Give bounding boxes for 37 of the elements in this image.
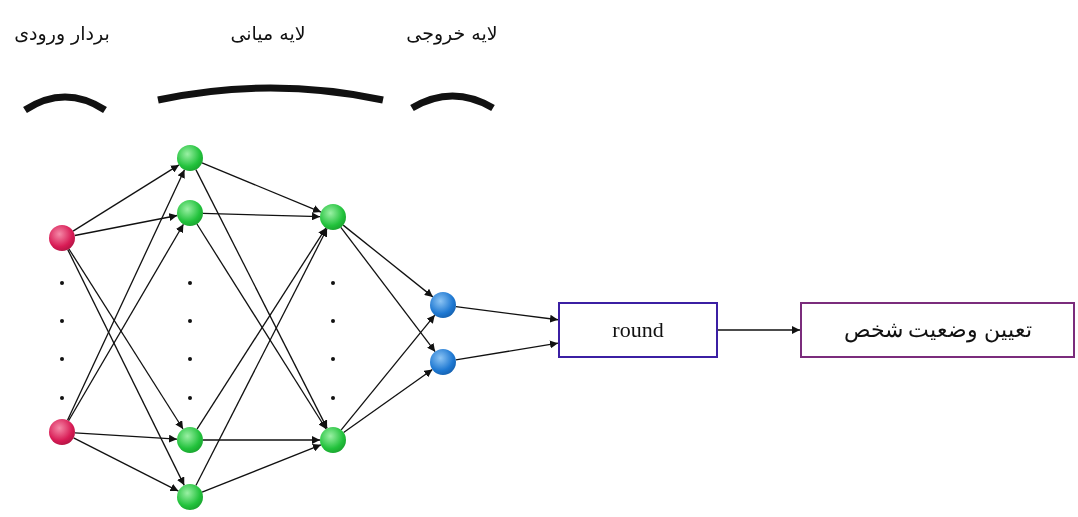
layer-label: لایه خروجی bbox=[406, 22, 498, 44]
neuron-circle bbox=[177, 427, 203, 453]
arrow bbox=[340, 314, 436, 431]
arrow bbox=[342, 368, 434, 434]
neuron-circle bbox=[430, 292, 456, 318]
arrow bbox=[72, 437, 180, 492]
arrow bbox=[74, 432, 178, 443]
neuron-circle bbox=[177, 484, 203, 510]
process-box bbox=[800, 302, 1075, 358]
box-label: round bbox=[612, 317, 664, 343]
neuron-circle bbox=[320, 427, 346, 453]
arrow bbox=[72, 164, 180, 232]
arrow bbox=[342, 224, 434, 298]
neuron-circle bbox=[177, 145, 203, 171]
arrow bbox=[202, 436, 321, 444]
arrow bbox=[74, 213, 178, 237]
process-box bbox=[558, 302, 718, 358]
arrow bbox=[195, 227, 328, 487]
arrow bbox=[202, 212, 321, 221]
arrow bbox=[201, 444, 322, 493]
neuron-circle bbox=[320, 204, 346, 230]
arrow bbox=[455, 306, 559, 323]
layer-label: لایه میانی bbox=[230, 22, 306, 44]
arrow bbox=[455, 340, 559, 361]
layer-label: بردار ورودی bbox=[14, 22, 110, 44]
neuron-circle bbox=[49, 419, 75, 445]
arrow bbox=[201, 162, 322, 213]
arrow bbox=[340, 226, 436, 353]
arrow bbox=[68, 248, 184, 430]
neuron-circle bbox=[430, 349, 456, 375]
arrow bbox=[195, 168, 328, 430]
neuron-circle bbox=[49, 225, 75, 251]
box-label: تعیین وضعیت شخص bbox=[843, 317, 1032, 343]
arrow bbox=[67, 223, 185, 422]
arrow bbox=[67, 249, 185, 486]
neuron-circle bbox=[177, 200, 203, 226]
arrow bbox=[717, 326, 801, 334]
